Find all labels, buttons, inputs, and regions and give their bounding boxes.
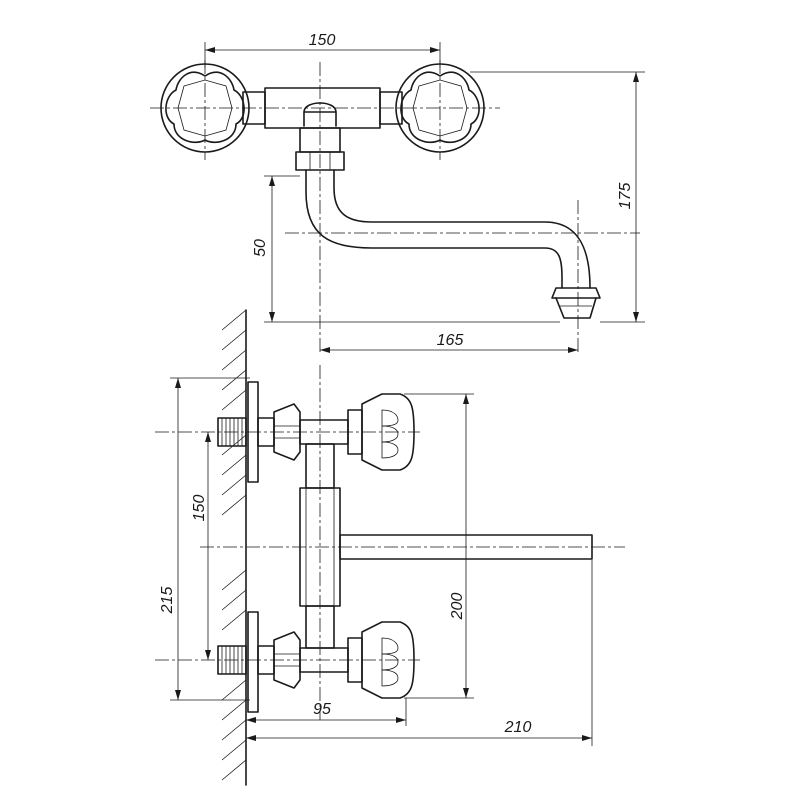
dimension-175: 175 <box>470 71 645 323</box>
dimension-210: 210 <box>246 560 593 746</box>
spout-outer-upper <box>333 169 591 289</box>
lower-thread-lines <box>221 646 243 674</box>
dim-label-50: 50 <box>252 239 269 257</box>
left-star-knob <box>165 71 245 144</box>
lower-handle-side <box>361 621 415 699</box>
mixer-body-top <box>242 87 403 171</box>
upper-inlet-assembly <box>217 381 415 483</box>
dimension-200: 200 <box>404 393 474 699</box>
spout-outlet-ring <box>551 287 601 299</box>
lower-riser <box>305 605 335 649</box>
lower-knob-rib-3 <box>381 669 399 687</box>
dim-label-215: 215 <box>159 587 176 615</box>
upper-knob-rib-1 <box>381 409 399 427</box>
spout-aerator <box>555 297 597 319</box>
dimension-top-150: 150 <box>204 32 441 68</box>
dim-label-200: 200 <box>449 593 466 621</box>
dim-label-150-top: 150 <box>309 32 336 49</box>
dimension-50: 50 <box>252 175 560 323</box>
wall <box>221 309 247 786</box>
dim-label-175: 175 <box>617 183 634 210</box>
lower-escutcheon-side <box>247 611 259 713</box>
upper-knob-rib-2 <box>381 425 399 443</box>
lower-knob-rib-2 <box>381 653 399 671</box>
upper-knob-rib-3 <box>381 441 399 459</box>
dimension-165: 165 <box>320 332 578 353</box>
lower-inlet-assembly <box>217 611 415 713</box>
right-knob-inner <box>412 79 468 137</box>
wall-hatching-upper <box>221 309 247 516</box>
right-union <box>379 91 403 125</box>
top-view: 150 175 50 165 <box>150 32 645 355</box>
lower-thread <box>217 645 247 675</box>
dimension-95: 95 <box>246 698 407 726</box>
spout-outer-lower <box>305 169 563 289</box>
upper-thread-lines <box>221 418 243 446</box>
side-view: 150 215 200 95 210 <box>155 309 625 786</box>
upper-handle-side <box>361 393 415 471</box>
dimension-side-150: 150 <box>191 432 211 660</box>
dim-label-210: 210 <box>504 719 532 736</box>
lower-hex-nut <box>273 631 301 689</box>
dim-label-95: 95 <box>313 701 331 718</box>
spout-hex-nut <box>295 151 345 171</box>
dimension-215: 215 <box>159 377 250 701</box>
lower-knob-rib-1 <box>381 637 399 655</box>
upper-thread <box>217 417 247 447</box>
dim-label-165: 165 <box>437 332 464 349</box>
right-star-knob <box>400 71 480 144</box>
wall-hatching-lower <box>221 569 247 781</box>
upper-hex-nut <box>273 403 301 461</box>
dim-label-150-side: 150 <box>191 495 208 522</box>
spout-top <box>305 169 601 319</box>
left-knob-inner <box>177 79 233 137</box>
